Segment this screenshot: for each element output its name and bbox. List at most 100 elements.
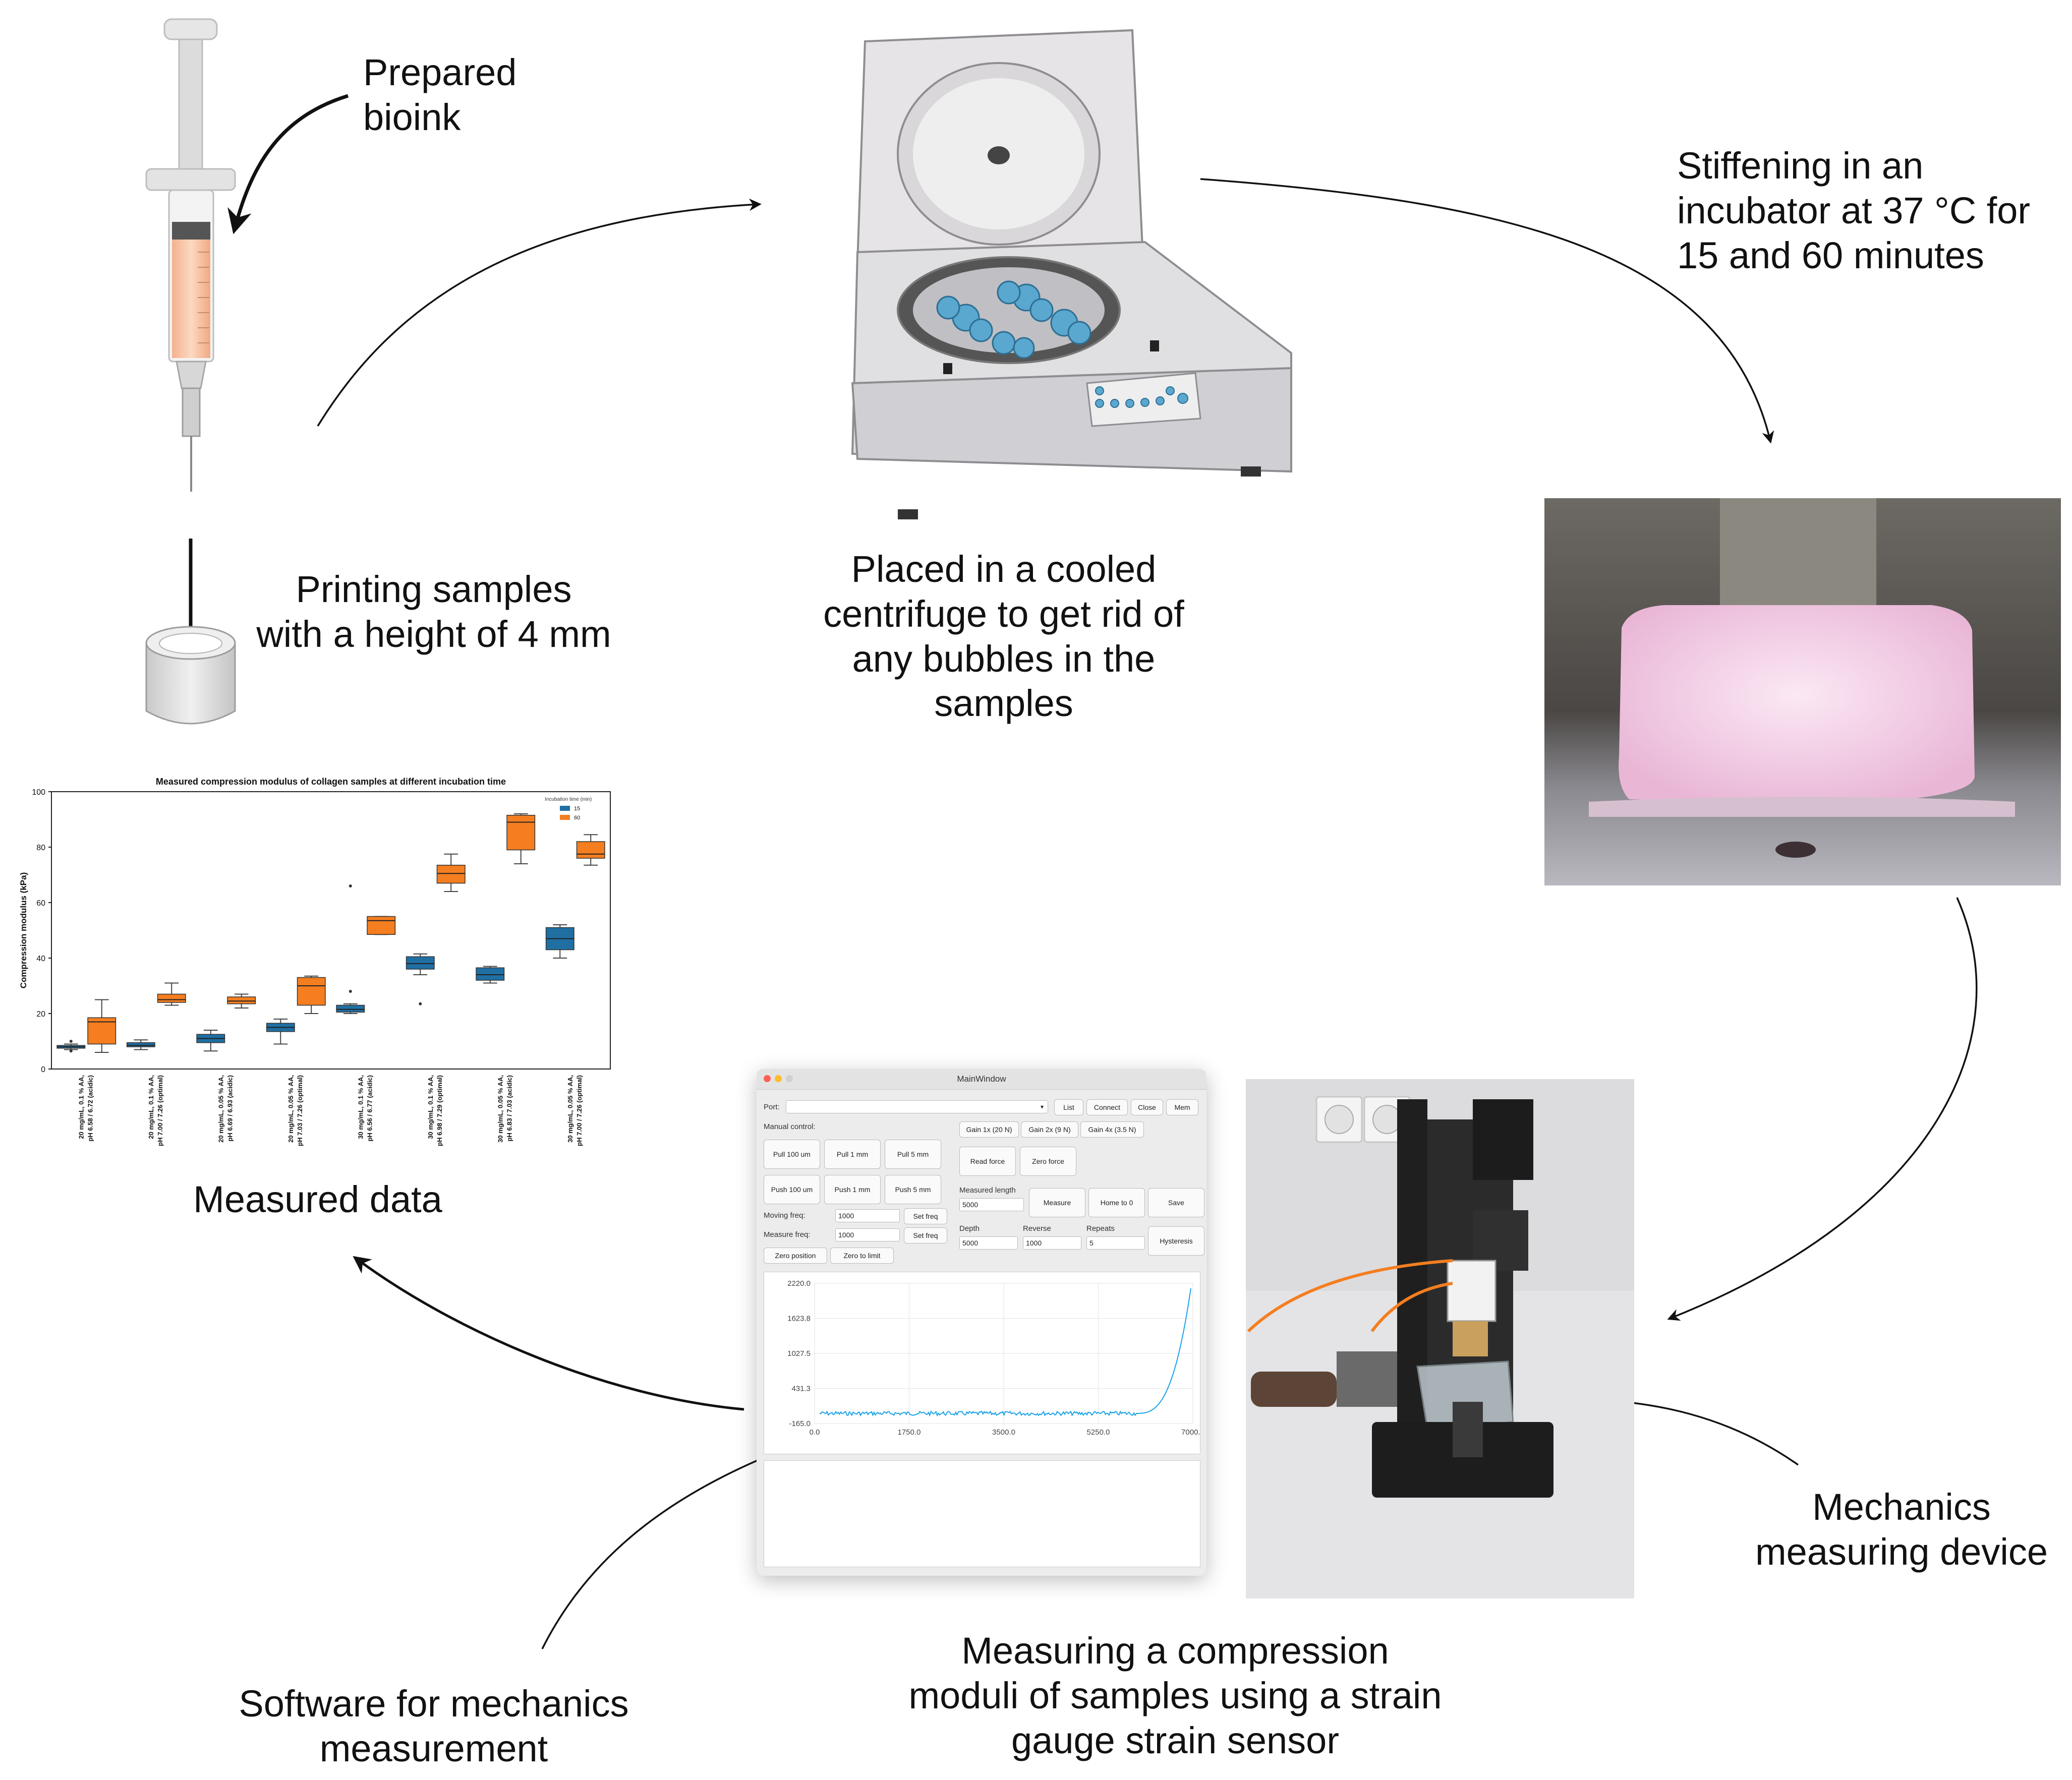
reverse-label: Reverse [1023,1224,1051,1233]
x-category-label: 30 mg/mL, 0.05 % AA, [496,1075,504,1143]
label-measuring-compression-line2: moduli of samples using a strain [908,1674,1442,1716]
label-centrifuge-line2: centrifuge to get rid of [823,592,1184,635]
force-plot-y-tick: 1623.8 [787,1315,811,1323]
label-prepared-bioink: Prepared bioink [363,50,516,140]
force-plot-y-tick: -165.0 [789,1419,811,1428]
plot-frame [51,791,611,1070]
box-60 [506,815,536,851]
port-label: Port: [764,1103,780,1111]
y-axis-label: Compression modulus (kPa) [19,872,28,988]
x-category-label: 30 mg/mL, 0.1 % AA, [427,1075,434,1139]
measured-length-input[interactable]: 5000 [959,1198,1024,1211]
label-centrifuge: Placed in a cooled centrifuge to get rid… [767,547,1241,726]
force-plot-y-tick: 1027.5 [787,1349,811,1358]
box-60 [436,865,466,884]
y-tick-label: 60 [36,899,45,908]
box-outlier [349,990,352,993]
arrow-to-syringe [227,94,349,234]
reverse-input[interactable]: 1000 [1023,1236,1081,1250]
depth-label: Depth [959,1224,980,1233]
boxplot-svg: Measured compression modulus of collagen… [19,777,611,1146]
pull-5mm-button[interactable]: Pull 5 mm [885,1140,941,1169]
close-button[interactable]: Close [1131,1099,1163,1115]
close-window-dot[interactable] [764,1075,771,1082]
box-60 [297,977,326,1006]
measure-freq-input[interactable]: 1000 [835,1228,900,1241]
label-centrifuge-line1: Placed in a cooled [851,548,1157,590]
home-to-0-button[interactable]: Home to 0 [1088,1188,1145,1217]
moving-set-freq-button[interactable]: Set freq [904,1208,947,1224]
depth-input[interactable]: 5000 [959,1236,1018,1250]
label-stiffening-line3: 15 and 60 minutes [1677,234,1984,276]
mem-button[interactable]: Mem [1166,1099,1198,1115]
chart-title: Measured compression modulus of collagen… [156,777,506,787]
x-category-label: 30 mg/mL, 0.05 % AA, [566,1075,574,1143]
repeats-input[interactable]: 5 [1086,1236,1145,1250]
connect-button[interactable]: Connect [1086,1099,1128,1115]
push-1mm-button[interactable]: Push 1 mm [824,1175,881,1204]
arrow-to-centrifuge [317,198,762,427]
pull-1mm-button[interactable]: Pull 1 mm [824,1140,881,1169]
arrow-to-incubator-photo [1200,178,1774,444]
legend-label-60: 60 [574,815,580,821]
output-text-area[interactable] [764,1460,1200,1567]
legend-label-15: 15 [574,806,580,812]
force-plot-x-tick: 3500.0 [992,1428,1015,1437]
minimize-window-dot[interactable] [775,1075,782,1082]
label-measured-data-text: Measured data [193,1178,442,1220]
box-60 [227,996,256,1004]
label-centrifuge-line3: any bubbles in the [852,637,1156,680]
box-60 [367,916,396,935]
gain-1x-button[interactable]: Gain 1x (20 N) [959,1121,1019,1138]
pull-100um-button[interactable]: Pull 100 um [764,1140,820,1169]
label-measured-data: Measured data [141,1177,494,1222]
moving-freq-label: Moving freq: [764,1211,805,1220]
x-category-label: 20 mg/mL, 0.05 % AA, [217,1075,224,1143]
measuring-device-photo [1246,1079,1634,1598]
box-60 [157,993,186,1003]
force-curve-line [819,1288,1191,1417]
y-tick-label: 80 [36,844,45,852]
hysteresis-button[interactable]: Hysteresis [1148,1226,1204,1256]
gain-4x-button[interactable]: Gain 4x (3.5 N) [1080,1121,1144,1138]
label-stiffening-line2: incubator at 37 °C for [1677,189,2031,231]
gain-2x-button[interactable]: Gain 2x (9 N) [1021,1121,1078,1138]
y-tick-label: 0 [41,1065,45,1074]
measure-set-freq-button[interactable]: Set freq [904,1227,947,1243]
label-mechanics-device: Mechanics measuring device [1735,1485,2068,1575]
list-button[interactable]: List [1054,1099,1083,1115]
maximize-window-dot[interactable] [786,1075,793,1082]
incubated-sample-photo [1544,498,2061,885]
label-mechanics-device-line2: measuring device [1755,1530,2048,1573]
label-stiffening: Stiffening in an incubator at 37 °C for … [1677,144,2030,278]
label-software-line1: Software for mechanics [239,1683,629,1725]
zero-position-button[interactable]: Zero position [764,1248,827,1264]
moving-freq-input[interactable]: 1000 [835,1209,900,1222]
label-prepared-bioink-line2: bioink [363,96,461,138]
measure-button[interactable]: Measure [1029,1188,1085,1217]
force-plot-y-tick: 2220.0 [787,1279,811,1288]
zero-to-limit-button[interactable]: Zero to limit [830,1248,894,1264]
measure-freq-label: Measure freq: [764,1230,811,1239]
measured-length-label: Measured length [959,1186,1016,1195]
save-button[interactable]: Save [1148,1188,1204,1217]
push-5mm-button[interactable]: Push 5 mm [885,1175,941,1204]
x-category-label: 20 mg/mL, 0.1 % AA, [77,1075,85,1139]
label-software-line2: measurement [319,1727,548,1769]
push-100um-button[interactable]: Push 100 um [764,1175,820,1204]
x-category-label: pH 7.03 / 7.26 (optimal) [296,1075,304,1146]
x-category-label: pH 6.56 / 6.77 (acidic) [366,1075,373,1142]
x-category-label: pH 6.98 / 7.29 (optimal) [436,1075,443,1146]
arrow-to-measured-data [353,1256,744,1411]
label-mechanics-device-line1: Mechanics [1812,1486,1991,1528]
x-category-label: 30 mg/mL, 0.1 % AA, [357,1075,364,1139]
zero-force-button[interactable]: Zero force [1020,1147,1076,1176]
label-stiffening-line1: Stiffening in an [1677,145,1924,187]
sample-cup-illustration [145,626,236,725]
repeats-label: Repeats [1086,1224,1115,1233]
force-plot-x-tick: 7000.0 [1181,1428,1200,1437]
port-select[interactable]: ▾ [786,1100,1048,1113]
read-force-button[interactable]: Read force [959,1147,1016,1176]
